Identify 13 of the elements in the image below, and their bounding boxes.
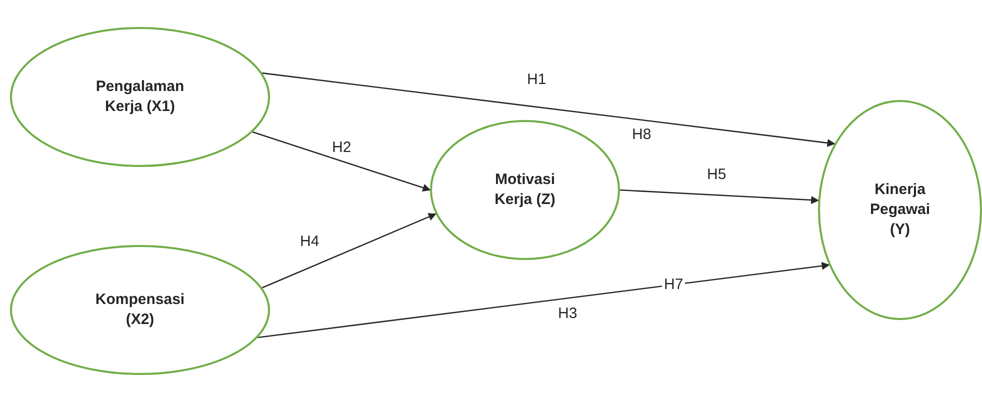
- ellipse-node: [818, 100, 982, 320]
- node-label: Kompensasi (X2): [94, 290, 186, 330]
- arrow: [620, 189, 820, 204]
- node-label: Kinerja Pegawai (Y): [868, 180, 932, 240]
- ellipse-node: [430, 120, 620, 260]
- ellipse-node: [10, 27, 270, 167]
- ellipse-node: [10, 245, 270, 375]
- node-label: Pengalaman Kerja (X1): [94, 76, 186, 117]
- arrow: [258, 262, 830, 338]
- arrow: [262, 72, 836, 147]
- arrow: [262, 213, 436, 288]
- node-label: Motivasi Kerja (Z): [494, 170, 556, 210]
- arrow: [252, 131, 431, 192]
